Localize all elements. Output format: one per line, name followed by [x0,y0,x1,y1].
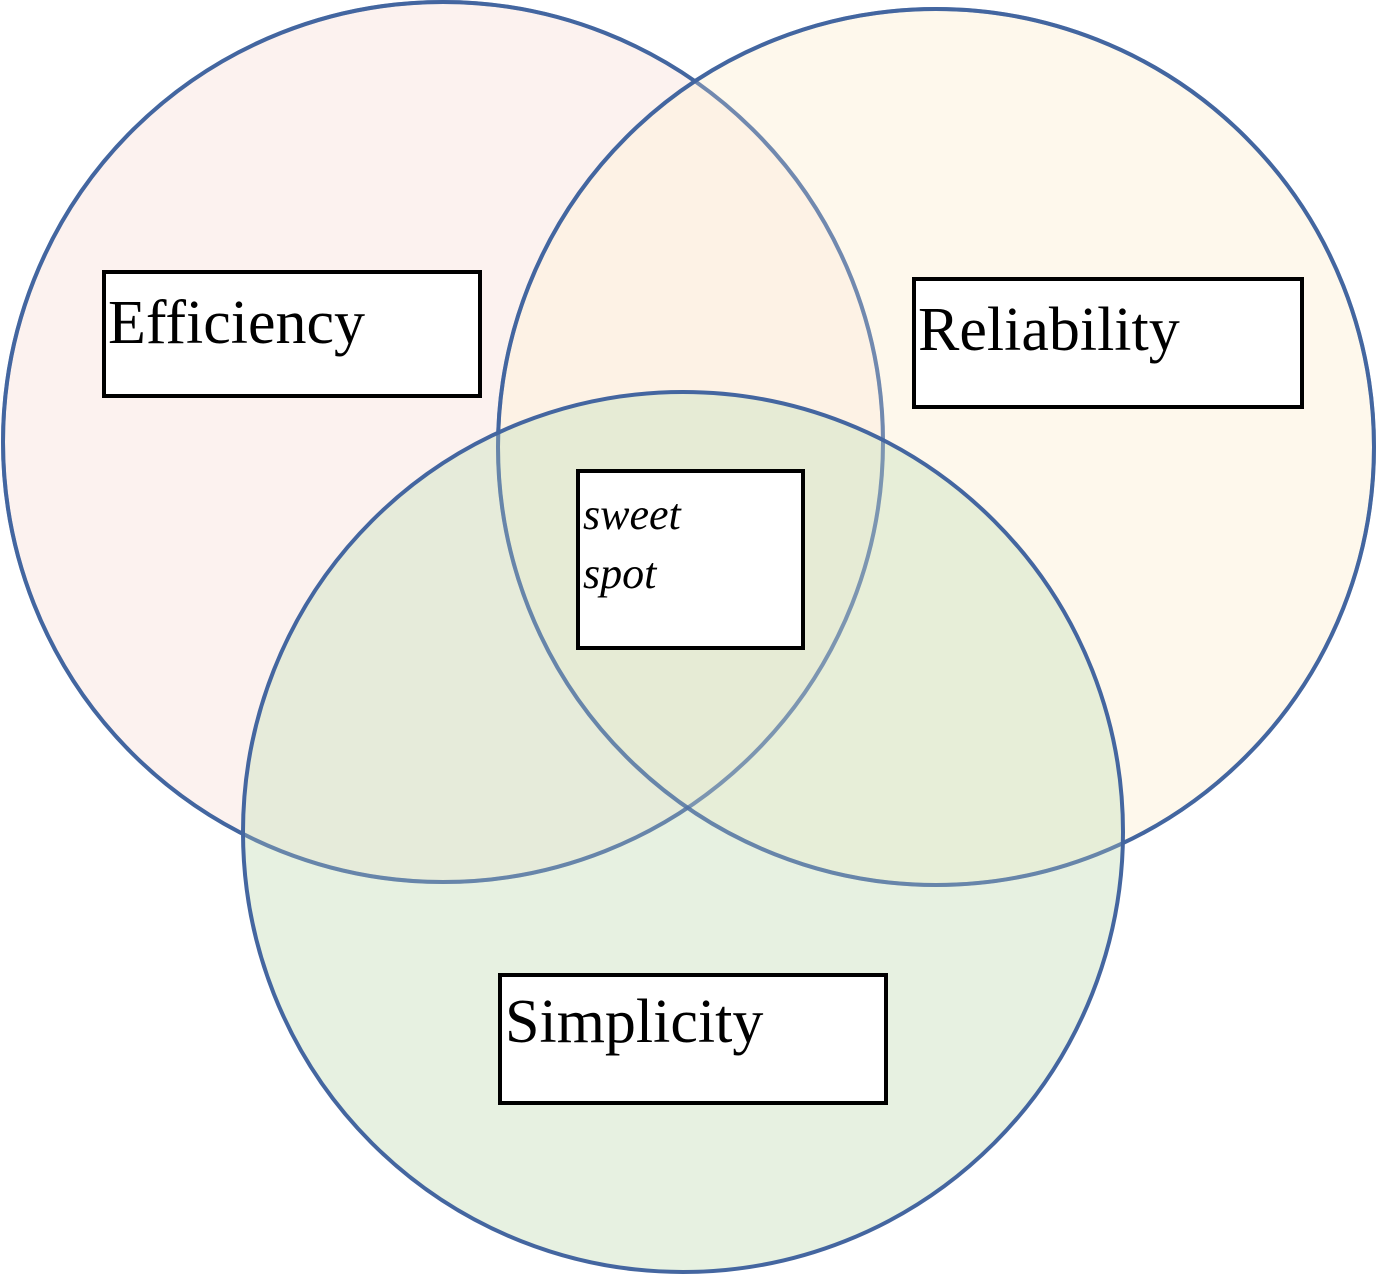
efficiency-circle-outline [1,0,885,884]
simplicity-label-box: Simplicity [498,973,888,1105]
efficiency-label-box: Efficiency [102,270,482,398]
reliability-circle-outline [496,7,1376,887]
sweet-spot-label-box: sweet spot [576,469,805,650]
sweet-spot-label-line2: spot [583,549,657,599]
reliability-label-box: Reliability [912,277,1304,409]
simplicity-label: Simplicity [505,988,764,1056]
sweet-spot-label-line1: sweet [583,490,681,539]
efficiency-label: Efficiency [108,289,366,357]
reliability-label: Reliability [918,296,1180,364]
